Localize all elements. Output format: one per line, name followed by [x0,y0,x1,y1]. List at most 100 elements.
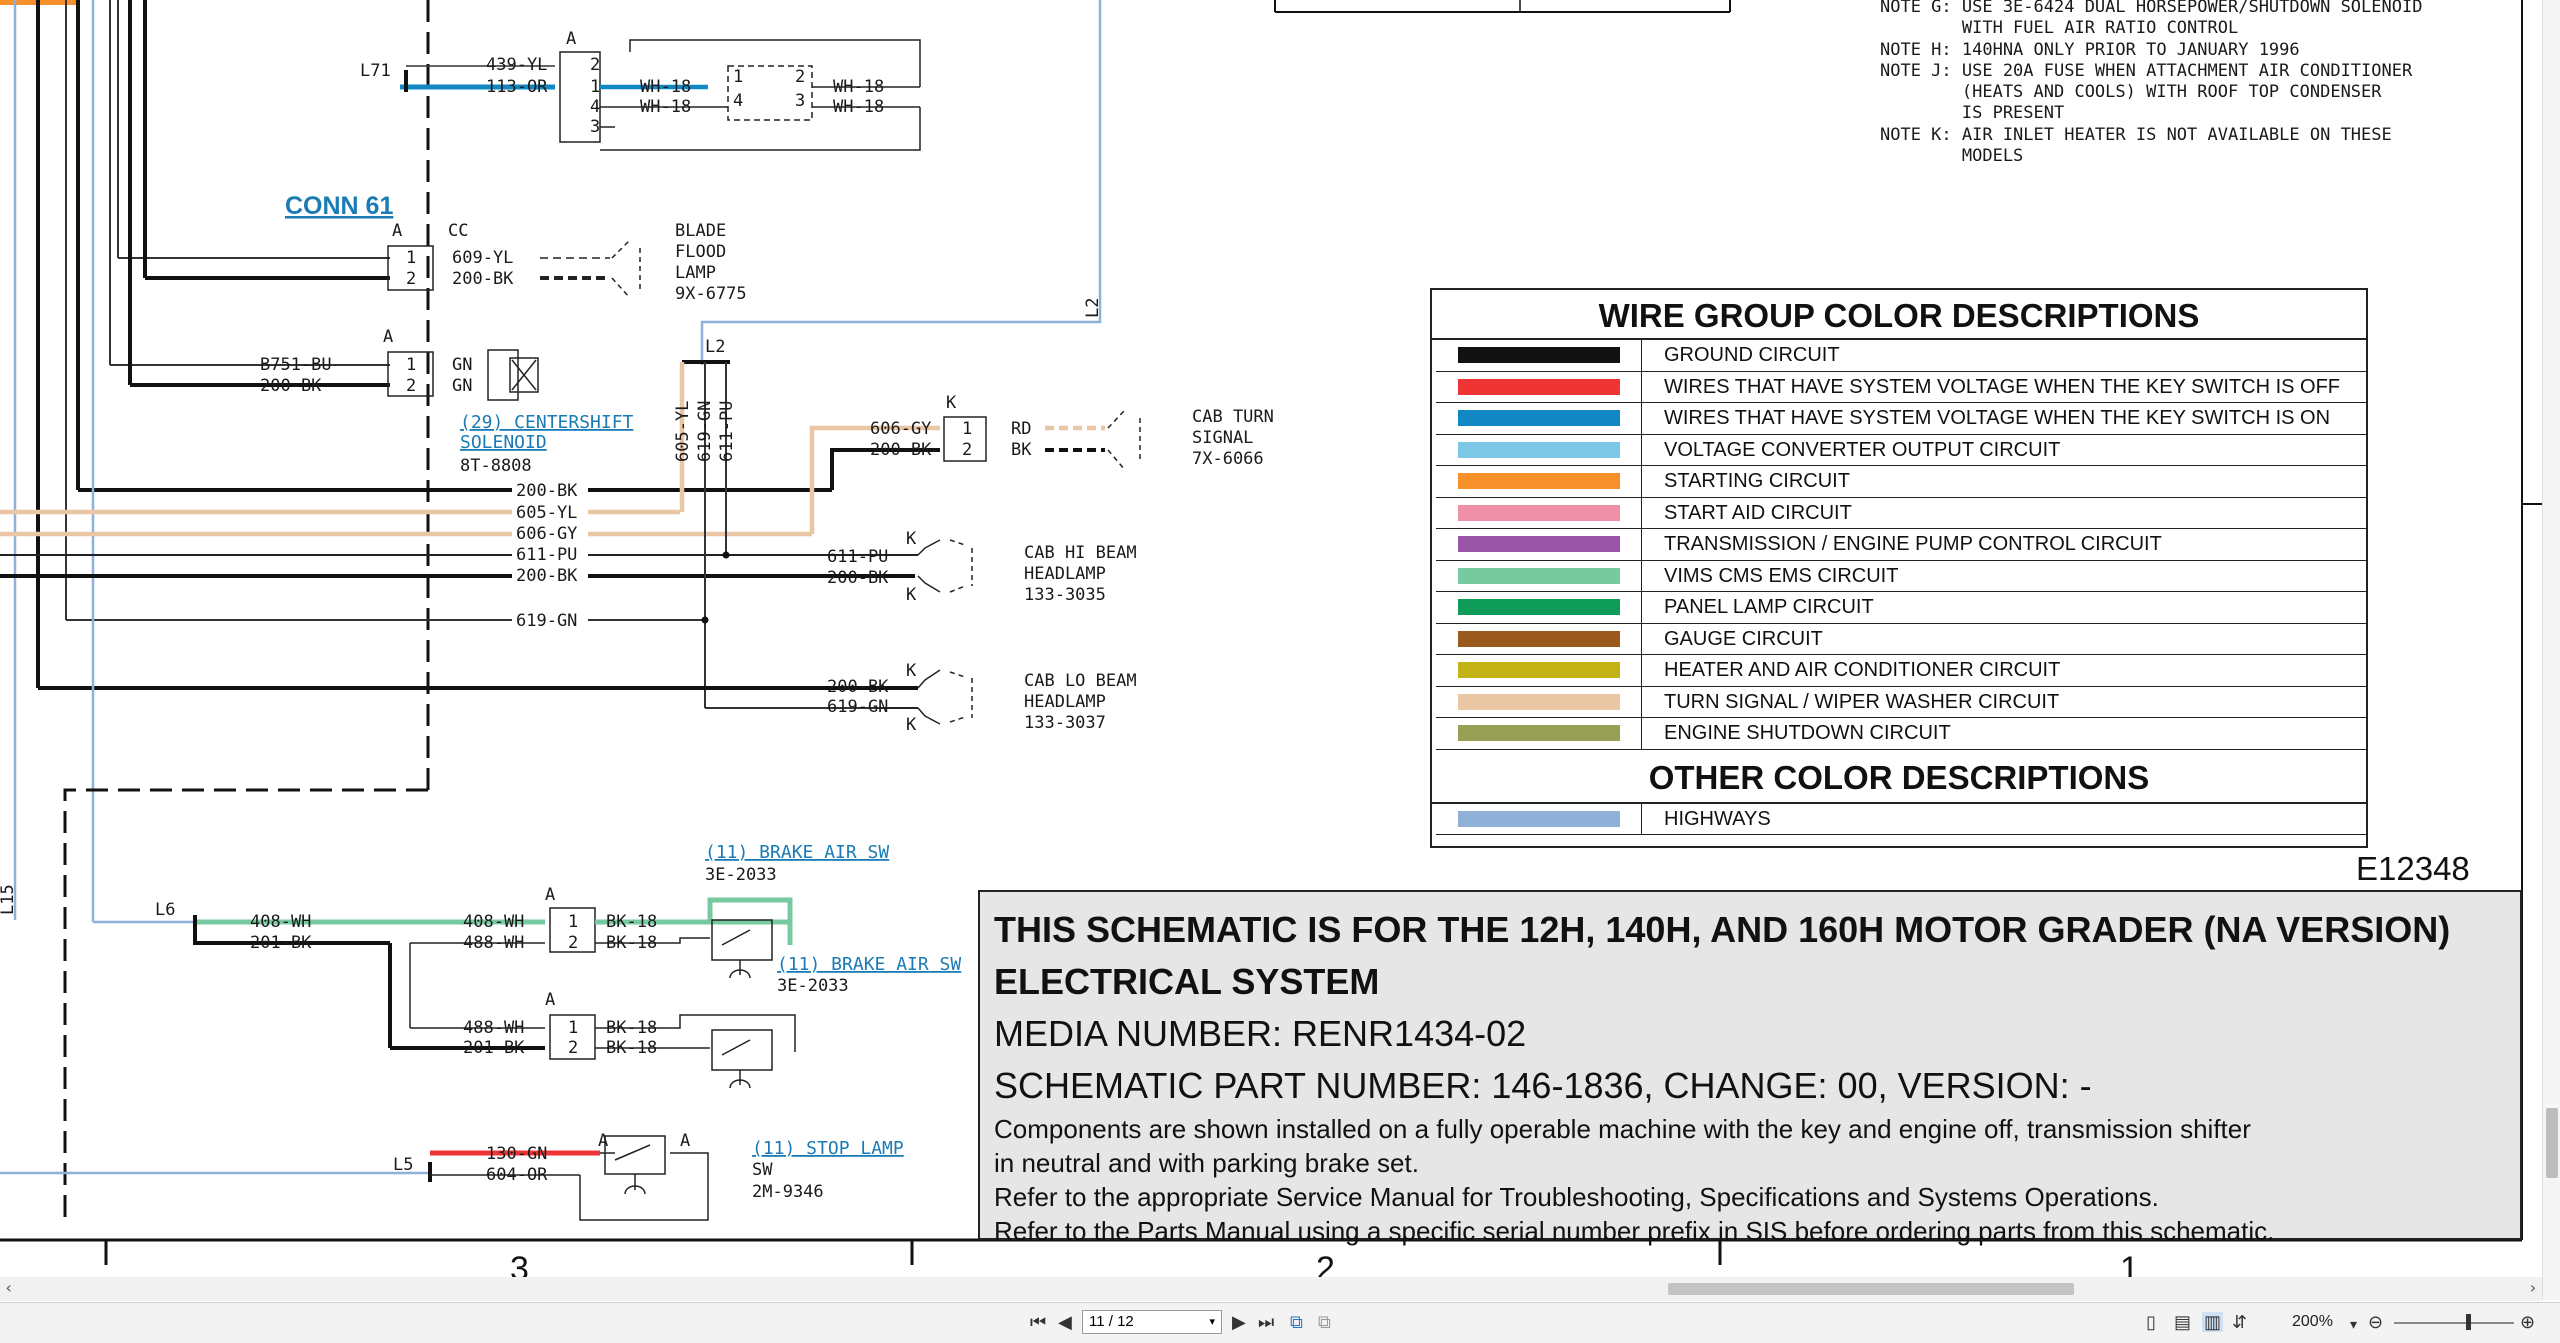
color-swatch [1457,630,1620,647]
schematic-title-block: THIS SCHEMATIC IS FOR THE 12H, 140H, AND… [978,890,2522,1246]
connector-label: A [598,1131,608,1151]
wire-label: GN [452,376,472,396]
description-line: Refer to the Parts Manual using a specif… [994,1216,2275,1246]
zoom-slider-handle[interactable] [2466,1314,2471,1330]
chevron-down-icon[interactable]: ▾ [2350,1316,2358,1332]
zoom-level[interactable]: 200% [2292,1313,2333,1330]
zoom-slider-track[interactable] [2394,1322,2514,1324]
previous-page-icon[interactable]: ◀ [1058,1312,1072,1332]
wire-label: WH-18 [640,97,691,117]
wire-label: 611-PU [516,545,577,565]
note-line: NOTE K: AIR INLET HEATER IS NOT AVAILABL… [1880,125,2392,145]
component-part: 3E-2033 [705,865,777,885]
chevron-down-icon[interactable]: ▾ [1209,1316,1215,1328]
last-page-icon[interactable]: ⏭ [1258,1312,1275,1332]
legend-label: VIMS CMS EMS CIRCUIT [1664,564,1899,587]
legend-swatch [1436,592,1642,623]
document-number: E12348 [2356,850,2470,887]
scroll-left-icon[interactable]: ‹ [4,1278,14,1297]
wire-label: 619-GN [695,401,715,462]
viewer-status-bar: ⏮ ◀ 11 / 12▾ ▶ ⏭ ⧉ ⧉ ▯ ▤ ▥ ⇵ 200% ▾ ⊖ ⊕ [0,1302,2560,1343]
legend-swatch [1436,403,1642,434]
scroll-right-icon[interactable]: › [2528,1278,2538,1297]
scroll-view-icon[interactable]: ⇵ [2232,1312,2248,1332]
note-line: (HEATS AND COOLS) WITH ROOF TOP CONDENSE… [1880,82,2382,102]
component-link-centershift[interactable]: SOLENOID [460,432,547,453]
component-link-brake-air-sw[interactable]: (11) BRAKE AIR SW [705,842,889,863]
note-line: WITH FUEL AIR RATIO CONTROL [1880,18,2238,38]
pin: 1 [590,77,600,97]
label-l5: L5 [393,1155,413,1175]
previous-view-icon[interactable]: ⧉ [1290,1312,1303,1332]
component-part: 8T-8808 [460,456,532,476]
component-link-centershift[interactable]: (29) CENTERSHIFT [460,412,634,433]
next-page-icon[interactable]: ▶ [1232,1312,1246,1332]
legend-swatch [1436,466,1642,497]
wire-label: BK-18 [606,912,657,932]
wire-label: 408-WH [250,912,311,932]
wire-label: WH-18 [833,77,884,97]
zone-ruler [0,1238,2522,1265]
legend-label: TURN SIGNAL / WIPER WASHER CIRCUIT [1664,690,2060,713]
legend-row: ENGINE SHUTDOWN CIRCUIT [1436,718,2366,750]
legend-swatch [1436,434,1642,465]
description-line: in neutral and with parking brake set. [994,1148,1419,1178]
connector-label: K [906,661,917,681]
title-line-2: ELECTRICAL SYSTEM [994,961,1380,1002]
pin: 2 [568,933,578,953]
legend-label: HIGHWAYS [1664,807,1771,830]
single-page-view-icon[interactable]: ▯ [2146,1312,2156,1332]
continuous-view-icon[interactable]: ▤ [2174,1312,2192,1332]
wire-color-legend: WIRE GROUP COLOR DESCRIPTIONS GROUND CIR… [1430,288,2368,848]
component-label: SW [752,1160,773,1180]
wire-label: 609-YL [452,248,513,268]
next-view-icon[interactable]: ⧉ [1318,1312,1331,1332]
vertical-scroll-thumb[interactable] [2546,1108,2558,1178]
legend-row: VIMS CMS EMS CIRCUIT [1436,560,2366,592]
note-line: NOTE H: 140HNA ONLY PRIOR TO JANUARY 199… [1880,40,2300,60]
component-link-brake-air-sw[interactable]: (11) BRAKE AIR SW [777,954,961,975]
pin: 1 [733,67,743,87]
wire-label: 130-GN [486,1144,547,1164]
legend-row: START AID CIRCUIT [1436,497,2366,529]
facing-view-icon[interactable]: ▥ [2202,1312,2224,1332]
legend-row: PANEL LAMP CIRCUIT [1436,592,2366,624]
first-page-icon[interactable]: ⏮ [1030,1312,1047,1332]
connector-label: A [680,1131,690,1151]
legend-swatch [1436,718,1642,749]
component-link-stop-lamp[interactable]: (11) STOP LAMP [752,1138,904,1159]
component-label: 133-3035 [1024,585,1106,605]
legend-row: STARTING CIRCUIT [1436,466,2366,498]
connector-link-conn61[interactable]: CONN 61 [285,192,393,220]
pin: 1 [406,355,416,375]
wire-label: 619-GN [827,697,888,717]
wire-label: 200-BK [870,440,932,460]
pin: 2 [406,376,416,396]
wire-label: 201-BK [250,933,312,953]
note-line: NOTE J: USE 20A FUSE WHEN ATTACHMENT AIR… [1880,61,2413,81]
component-label: CAB HI BEAM [1024,543,1137,563]
title-line-1: THIS SCHEMATIC IS FOR THE 12H, 140H, AND… [994,909,2451,950]
horizontal-scrollbar[interactable]: ‹ › [0,1277,2542,1301]
legend-swatch [1436,529,1642,560]
vertical-scrollbar[interactable] [2542,0,2560,1300]
label-l6: L6 [155,900,175,920]
schematic-part-number: SCHEMATIC PART NUMBER: 146-1836, CHANGE:… [994,1065,2092,1106]
blade-flood-connector [387,239,641,299]
legend-swatch [1436,686,1642,717]
pin: 2 [406,269,416,289]
component-label: 7X-6066 [1192,449,1264,469]
wire-label: 606-GY [870,419,931,439]
component-label: SIGNAL [1192,428,1253,448]
color-swatch [1457,725,1620,742]
horizontal-scroll-thumb[interactable] [1668,1283,2074,1295]
wire-label: BK-18 [606,933,657,953]
legend-label: HEATER AND AIR CONDITIONER CIRCUIT [1664,659,2061,681]
zoom-out-icon[interactable]: ⊖ [2368,1312,2384,1332]
legend-label: START AID CIRCUIT [1664,501,1852,524]
page-number-field[interactable]: 11 / 12▾ [1082,1310,1222,1334]
zoom-in-icon[interactable]: ⊕ [2520,1312,2536,1332]
pin: 1 [962,419,972,439]
connector-label: K [906,715,917,735]
